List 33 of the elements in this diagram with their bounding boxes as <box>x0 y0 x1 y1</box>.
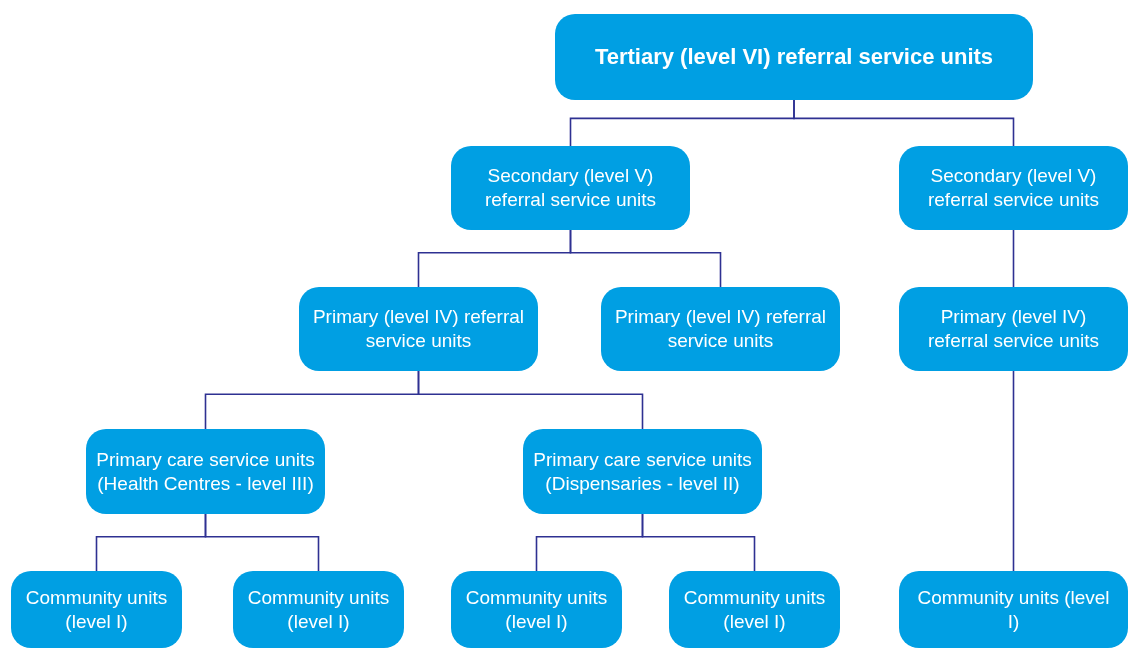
service-level-box <box>523 429 762 514</box>
connector-line <box>641 513 756 572</box>
connector-line <box>204 513 320 572</box>
service-level-box <box>899 287 1128 371</box>
box-label: Community units (level I) <box>464 585 609 634</box>
box-label: Primary (level IV) referral service units <box>926 305 1101 353</box>
box-label: Secondary (level V) referral service units <box>926 164 1101 212</box>
service-level-box <box>451 146 690 230</box>
box-label: Primary (level IV) referral service units <box>311 305 526 353</box>
box-label: Secondary (level V) referral service units <box>483 164 658 212</box>
connector-line <box>417 370 644 430</box>
service-level-box <box>899 571 1128 648</box>
service-level-box <box>86 429 325 514</box>
box-label: Community units (level I) <box>916 585 1111 634</box>
service-level-box <box>233 571 404 648</box>
connector-line <box>569 229 722 288</box>
service-level-box <box>555 14 1033 100</box>
service-level-box <box>299 287 538 371</box>
service-level-box <box>899 146 1128 230</box>
service-level-box <box>669 571 840 648</box>
box-label: Community units (level I) <box>246 585 391 634</box>
service-level-box <box>451 571 622 648</box>
connector-line <box>1012 229 1015 288</box>
connector-line <box>793 99 1015 147</box>
box-label: Primary (level IV) referral service units <box>613 305 828 353</box>
box-label: Primary care service units (Health Centres - level III) <box>96 447 315 496</box>
box-label: Community units (level I) <box>24 585 169 634</box>
box-label: Community units (level I) <box>682 585 827 634</box>
connector-line <box>1012 370 1015 572</box>
box-label: Primary care service units (Dispensaries - level II) <box>533 447 752 496</box>
box-label: Tertiary (level VI) referral service units <box>594 45 994 69</box>
service-level-box <box>601 287 840 371</box>
service-level-box <box>11 571 182 648</box>
